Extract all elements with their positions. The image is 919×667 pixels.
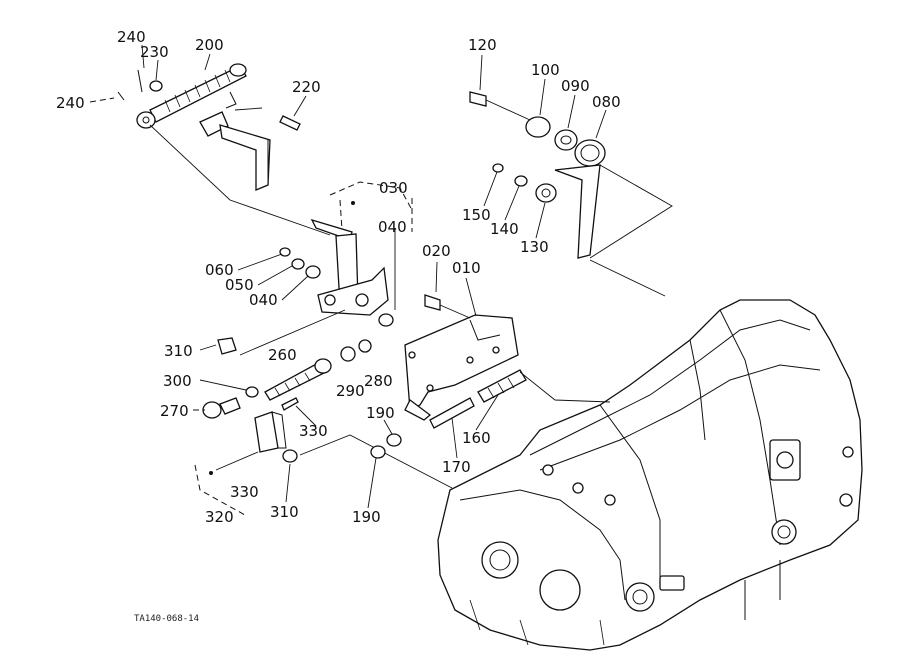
label-280: 280 bbox=[364, 372, 393, 390]
label-040-upper: 040 bbox=[378, 218, 407, 236]
label-230: 230 bbox=[140, 43, 169, 61]
label-190-lower: 190 bbox=[352, 508, 381, 526]
label-240-left: 240 bbox=[56, 94, 85, 112]
label-310-upper: 310 bbox=[164, 342, 193, 360]
spring-rod-assembly bbox=[117, 63, 331, 236]
label-330-upper: 330 bbox=[299, 422, 328, 440]
label-270: 270 bbox=[160, 402, 189, 420]
label-020: 020 bbox=[422, 242, 451, 260]
lower-rod-assembly bbox=[194, 309, 453, 516]
upper-lever-bearing-assembly bbox=[469, 91, 673, 297]
label-010: 010 bbox=[452, 259, 481, 277]
label-170: 170 bbox=[442, 458, 471, 476]
label-080: 080 bbox=[592, 93, 621, 111]
label-310-lower: 310 bbox=[270, 503, 299, 521]
label-060: 060 bbox=[205, 261, 234, 279]
label-050: 050 bbox=[225, 276, 254, 294]
label-090: 090 bbox=[561, 77, 590, 95]
label-290: 290 bbox=[336, 382, 365, 400]
drawing-code: TA140-068-14 bbox=[134, 614, 199, 624]
label-leaders bbox=[89, 44, 607, 509]
label-190-upper: 190 bbox=[366, 404, 395, 422]
label-300: 300 bbox=[163, 372, 192, 390]
label-220: 220 bbox=[292, 78, 321, 96]
label-200: 200 bbox=[195, 36, 224, 54]
label-140: 140 bbox=[490, 220, 519, 238]
spring-and-nuts bbox=[370, 369, 611, 459]
label-320: 320 bbox=[205, 508, 234, 526]
label-120: 120 bbox=[468, 36, 497, 54]
label-040-lower: 040 bbox=[249, 291, 278, 309]
label-330-lower: 330 bbox=[230, 483, 259, 501]
label-130: 130 bbox=[520, 238, 549, 256]
label-240-top: 240 bbox=[117, 28, 146, 46]
label-160: 160 bbox=[462, 429, 491, 447]
bracket-plate bbox=[404, 294, 519, 421]
transmission-housing bbox=[437, 299, 863, 651]
label-260: 260 bbox=[268, 346, 297, 364]
label-150: 150 bbox=[462, 206, 491, 224]
part-labels: 240 230 200 240 220 120 100 090 080 150 … bbox=[56, 28, 621, 526]
lever-assembly bbox=[279, 181, 413, 327]
label-030: 030 bbox=[379, 179, 408, 197]
label-100: 100 bbox=[531, 61, 560, 79]
